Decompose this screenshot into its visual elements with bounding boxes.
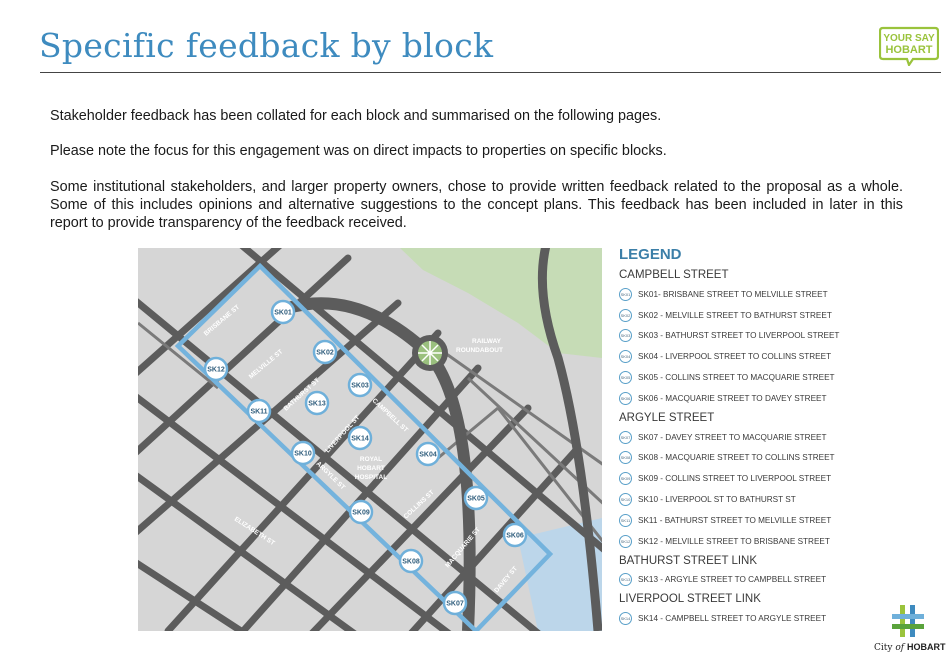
study-area-outline — [174, 262, 554, 631]
map-marker-label: SK06 — [506, 533, 524, 540]
your-say-hobart-logo: YOUR SAY HOBART — [879, 26, 939, 66]
map-marker-sk07: SK07 — [442, 590, 468, 616]
legend-group-heading: Campbell Street — [619, 269, 729, 281]
legend-item-text: SK06 - Macquarie Street to Davey Street — [638, 393, 827, 403]
legend-badge-icon: SK04 — [619, 350, 632, 364]
legend-item-sk04: SK04 SK04 - Liverpool Street to Collins S… — [619, 346, 849, 367]
legend-item-sk08: SK08 SK08 - Macquarie Street to Collins S… — [619, 448, 849, 469]
legend-item-text: SK14 - Campbell Street to Argyle Street — [638, 614, 827, 624]
map-marker-sk01: SK01 — [270, 299, 296, 325]
legend-item-text: SK01- Brisbane Street to Melville Street — [638, 289, 828, 299]
hospital-label-2: HOBART — [357, 465, 385, 472]
map-marker-label: SK10 — [294, 451, 312, 458]
map-marker-label: SK13 — [308, 401, 326, 408]
railway-label: RAILWAY — [472, 338, 502, 345]
legend-item-text: SK04 - Liverpool Street to Collins Stree… — [638, 352, 832, 362]
legend-group-heading: Argyle Street — [619, 411, 715, 424]
map-marker-sk08: SK08 — [398, 548, 424, 574]
page-title: Specific feedback by block — [39, 26, 494, 65]
city-logo-mark-icon — [892, 605, 924, 637]
map-marker-sk13: SK13 — [304, 390, 330, 416]
legend-badge-icon: SK05 — [619, 371, 632, 385]
map-marker-label: SK03 — [351, 383, 369, 390]
legend-badge-icon: SK06 — [619, 391, 632, 405]
legend-badge-icon: SK02 — [619, 308, 632, 322]
legend-badge-icon: SK11 — [619, 513, 632, 527]
legend-item-sk13: SK13 SK13 - Argyle Street to Campbell Str… — [619, 570, 849, 591]
map-marker-label: SK05 — [467, 496, 485, 503]
map-marker-label: SK09 — [352, 510, 370, 517]
map-marker-sk09: SK09 — [348, 499, 374, 525]
legend-group-heading: Bathurst Street Link — [619, 554, 758, 567]
legend-badge-icon: SK07 — [619, 430, 632, 444]
map-marker-sk11: SK11 — [246, 398, 272, 424]
map-marker-label: SK14 — [351, 436, 369, 443]
logo-text-line1: YOUR SAY — [883, 33, 935, 44]
map-marker-sk06: SK06 — [502, 522, 528, 548]
legend-badge-icon: SK14 — [619, 612, 632, 626]
intro-paragraph-3: Some institutional stakeholders, and lar… — [50, 179, 903, 231]
legend-badge-icon: SK12 — [619, 534, 632, 548]
legend-item-sk14: SK14 SK14 - Campbell Street to Argyle Str… — [619, 608, 849, 629]
map-marker-sk04: SK04 — [415, 441, 441, 467]
hospital-label-3: HOSPITAL — [355, 474, 387, 481]
legend-item-sk03: SK03 SK03 - Bathurst Street to Liverpool … — [619, 326, 849, 347]
map-marker-sk02: SK02 — [312, 339, 338, 365]
logo-text-line2: HOBART — [885, 44, 932, 56]
roundabout-label: ROUNDABOUT — [456, 347, 503, 354]
city-logo-text: City of HOBART — [874, 642, 946, 653]
legend-item-text: SK02 - Melville Street to Bathurst Stree… — [638, 310, 832, 320]
map-marker-label: SK12 — [207, 367, 225, 374]
legend-item-text: SK08 - Macquarie Street to Collins Stree… — [638, 453, 835, 463]
legend-item-sk05: SK05 SK05 - Collins Street to Macquarie S… — [619, 367, 849, 388]
intro-paragraph-1: Stakeholder feedback has been collated f… — [50, 108, 662, 124]
title-divider — [40, 72, 941, 73]
intro-paragraph-2: Please note the focus for this engagemen… — [50, 143, 667, 159]
legend-item-sk10: SK10 SK10 - Liverpool St to Bathurst St — [619, 489, 849, 510]
map-marker-label: SK11 — [250, 409, 267, 416]
map-marker-label: SK01 — [274, 310, 292, 317]
map-marker-sk10: SK10 — [290, 440, 316, 466]
legend-item-text: SK07 - Davey Street to Macquarie Street — [638, 432, 827, 442]
legend-item-sk12: SK12 SK12 - Melville Street to Brisbane S… — [619, 531, 849, 552]
map-marker-sk05: SK05 — [463, 485, 489, 511]
legend-item-text: SK09 - Collins Street to Liverpool Stree… — [638, 474, 832, 484]
legend-item-text: SK05 - Collins Street to Macquarie Stree… — [638, 373, 835, 383]
legend-item-text: SK12 - Melville Street to Brisbane Stree… — [638, 536, 830, 546]
legend-item-sk11: SK11 SK11 - Bathurst Street to Melville S… — [619, 510, 849, 531]
legend-item-text: SK10 - Liverpool St to Bathurst St — [638, 495, 796, 505]
map-legend: LEGEND Campbell StreetSK01 SK01- Brisbane… — [619, 246, 849, 629]
map-marker-label: SK08 — [402, 559, 420, 566]
legend-group-heading: Liverpool Street Link — [619, 593, 761, 606]
legend-item-text: SK11 - Bathurst Street to Melville Stree… — [638, 515, 832, 525]
legend-groups: Campbell StreetSK01 SK01- Brisbane Street… — [619, 266, 849, 629]
legend-item-sk09: SK09 SK09 - Collins Street to Liverpool S… — [619, 468, 849, 489]
legend-item-sk06: SK06 SK06 - Macquarie Street to Davey Str… — [619, 388, 849, 409]
legend-item-text: SK13 - Argyle Street to Campbell Street — [638, 575, 827, 585]
legend-badge-icon: SK10 — [619, 493, 632, 507]
legend-badge-icon: SK01 — [619, 287, 632, 301]
hospital-label-1: ROYAL — [360, 456, 382, 463]
legend-badge-icon: SK13 — [619, 573, 632, 587]
highway-right — [537, 248, 602, 631]
legend-item-sk07: SK07 SK07 - Davey Street to Macquarie Str… — [619, 427, 849, 448]
legend-item-sk01: SK01 SK01- Brisbane Street to Melville St… — [619, 284, 849, 305]
map-marker-sk14: SK14 — [347, 425, 373, 451]
map-marker-sk12: SK12 — [203, 356, 229, 382]
legend-badge-icon: SK09 — [619, 472, 632, 486]
map-marker-label: SK04 — [419, 452, 437, 459]
legend-badge-icon: SK08 — [619, 451, 632, 465]
map-marker-label: SK02 — [316, 350, 334, 357]
map-marker-sk03: SK03 — [347, 372, 373, 398]
water-area — [518, 518, 602, 631]
legend-item-sk02: SK02 SK02 - Melville Street to Bathurst S… — [619, 305, 849, 326]
legend-title: LEGEND — [619, 246, 682, 263]
legend-badge-icon: SK03 — [619, 329, 632, 343]
block-map: RAILWAY ROUNDABOUT ROYAL HOBART HOSPITAL… — [138, 248, 602, 631]
map-marker-label: SK07 — [446, 601, 464, 608]
legend-item-text: SK03 - Bathurst Street to Liverpool Stre… — [638, 331, 840, 341]
city-of-hobart-logo: City of HOBART — [874, 603, 946, 655]
